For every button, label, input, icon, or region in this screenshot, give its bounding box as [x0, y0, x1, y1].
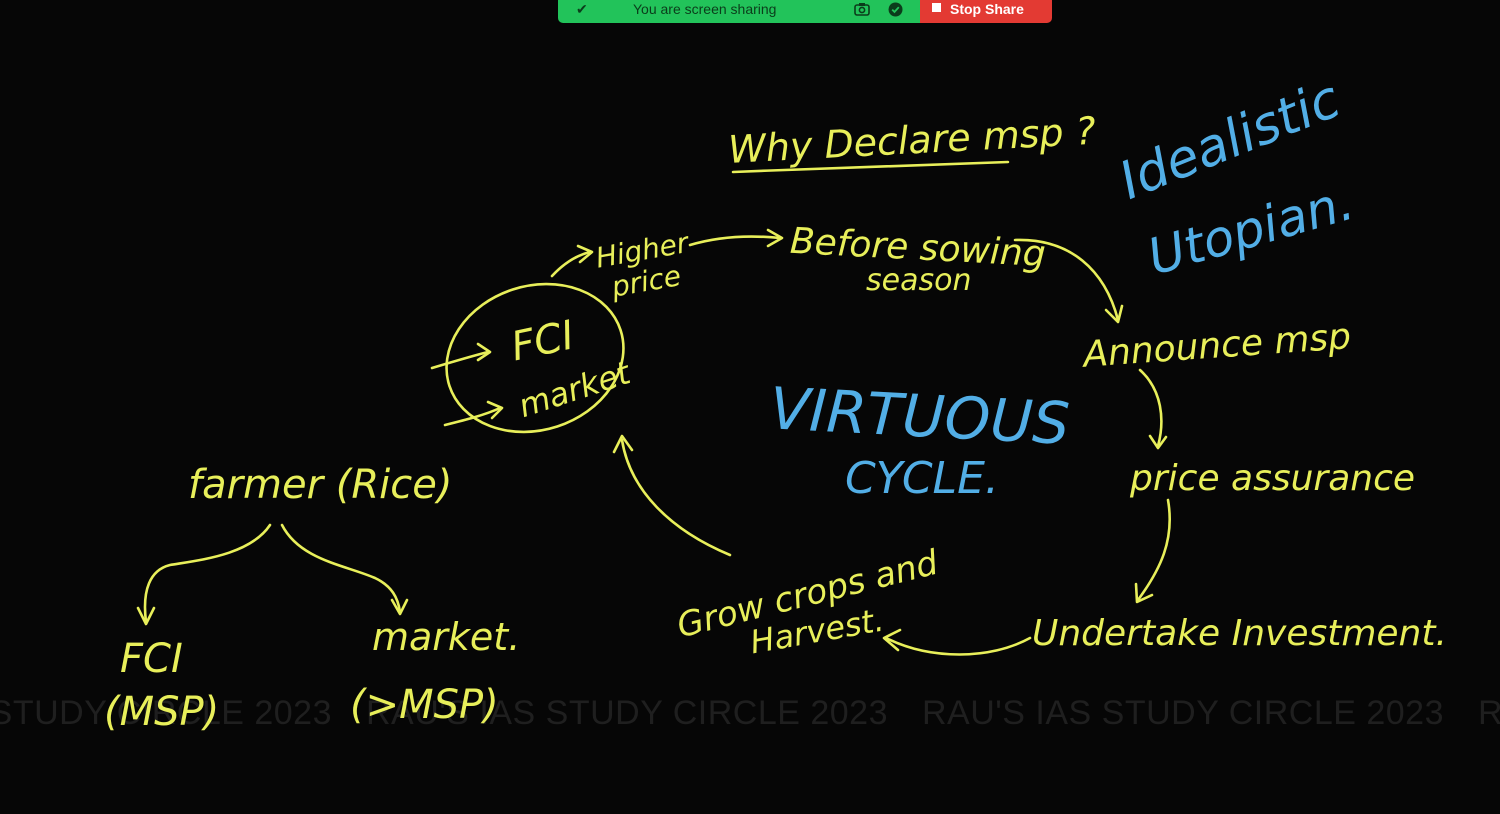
stop-share-button[interactable]: Stop Share [920, 0, 1052, 23]
cycle-label-virtuous: VIRTUOUS [768, 374, 1071, 458]
screen-sharing-status[interactable]: ✔ You are screen sharing [558, 0, 920, 23]
node-announce-msp: Announce msp [1080, 316, 1352, 376]
arrowhead [390, 598, 409, 616]
arrowhead [1134, 582, 1154, 604]
arrowhead [136, 606, 156, 626]
branch-fci: FCI [120, 636, 183, 682]
arrowhead [882, 628, 902, 652]
node-fci: FCI [507, 312, 578, 370]
arrowhead [1148, 434, 1168, 450]
arrow-into-fci [430, 350, 490, 370]
arrow-higher-to-before [688, 235, 782, 247]
watermark-text: RAU'S IAS STUDY CIRCLE 2023 [366, 694, 888, 732]
watermark: RAU'S IAS STUDY CIRCLE 2023 RAU'S IAS STU… [0, 694, 1500, 738]
camera-icon[interactable] [854, 2, 870, 16]
arrowhead [766, 228, 784, 248]
branch-line-left [143, 523, 272, 624]
title-underline [731, 160, 1010, 174]
node-undertake-investment: Undertake Investment. [1032, 613, 1447, 654]
watermark-text: RAU'S IAS STUDY CIRCLE 2023 [1478, 694, 1500, 732]
arrow-announce-to-assurance [1138, 368, 1163, 448]
arrow-before-to-announce [1013, 238, 1120, 322]
arrowhead [1104, 304, 1124, 324]
arrow-invest-to-grow [884, 636, 1032, 656]
fci-market-circle [445, 282, 625, 434]
arrow-grow-to-fci [620, 438, 732, 557]
arrowhead [576, 244, 594, 264]
branch-line-right [280, 523, 402, 614]
shield-icon[interactable] [888, 2, 903, 17]
node-price-assurance: price assurance [1129, 458, 1415, 499]
cycle-label-cycle: CYCLE. [845, 453, 999, 504]
board-title: Why Declare msp ? [727, 109, 1097, 172]
stop-share-label: Stop Share [950, 1, 1024, 17]
arrow-fci-to-higher [550, 250, 592, 278]
arrow-assurance-to-invest [1136, 498, 1172, 602]
branch-fci-msp: (MSP) [104, 689, 219, 735]
pin-icon[interactable]: ✔ [576, 1, 588, 17]
arrow-into-market [443, 406, 502, 427]
arrowhead [612, 434, 634, 454]
watermark-text: RAU'S IAS STUDY CIRCLE 2023 [0, 694, 332, 732]
branch-market-msp: (>MSP) [350, 682, 499, 728]
branch-market: market. [372, 615, 520, 659]
farmer-tree-branches [136, 523, 409, 626]
stop-icon [932, 3, 941, 12]
node-before-sowing-2: season [866, 263, 971, 298]
watermark-text: RAU'S IAS STUDY CIRCLE 2023 [922, 694, 1444, 732]
arrowhead [476, 342, 492, 362]
farmer-rice: farmer (Rice) [188, 462, 453, 508]
arrowhead [486, 400, 504, 420]
sharing-status-label: You are screen sharing [633, 1, 777, 17]
cycle-arrows [430, 228, 1172, 656]
screen-share-toolbar: ✔ You are screen sharing Stop Share [558, 0, 1052, 23]
